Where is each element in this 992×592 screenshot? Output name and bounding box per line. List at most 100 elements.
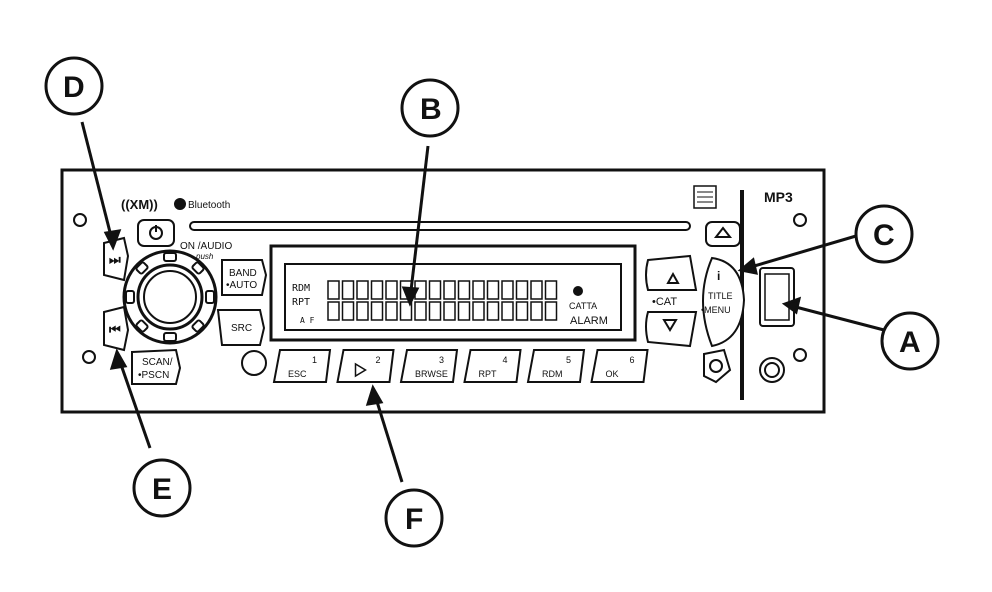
xm-logo: ((XM)) [121,197,158,212]
display-character-cell [501,301,514,321]
display-character-cell [341,301,355,321]
display-rpt: RPT [292,297,310,308]
display-character-cell [414,301,427,321]
display-character-cell [443,280,456,300]
down-arrow-icon [662,319,678,332]
display-character-cell [501,280,514,300]
display-character-grid [327,280,558,321]
preset-number: 5 [566,355,571,365]
display-character-cell [356,301,369,321]
leader-d [80,121,115,245]
callout-a [880,311,940,371]
display-character-cell [457,301,471,321]
preset-label: OK [606,369,619,379]
preset-label: RDM [542,369,563,379]
callout-f-label: F [405,503,423,536]
up-button[interactable] [645,254,698,291]
preset-number: 4 [503,355,508,365]
callout-f [384,488,444,548]
on-audio-label: ON /AUDIO [180,241,232,252]
band-label: BAND [229,268,257,279]
src-button[interactable] [216,309,266,346]
display-rdm: RDM [292,283,310,294]
previous-track-icon: ⏮ [109,322,121,337]
cd-slot [189,221,691,231]
display-character-cell [457,280,471,300]
display-character-cell [385,301,398,321]
screw [73,213,87,227]
callout-d-label: D [63,71,85,104]
screw [82,350,96,364]
band-button[interactable] [221,259,268,296]
display-character-cell [370,301,384,321]
display-character-cell [530,280,543,300]
preset-number: 3 [439,355,444,365]
preset-button-2[interactable]: 2 [336,349,395,383]
callout-d [44,56,104,116]
display-screen [284,263,622,331]
display-character-cell [370,280,384,300]
preset-label: RPT [479,369,498,379]
display-character-cell [399,301,413,321]
display-character-cell [428,280,442,300]
display-character-cell [327,280,340,300]
leader-b [408,145,430,300]
info-icon: i [717,269,720,283]
callout-c [854,204,914,264]
display-character-cell [515,280,529,300]
preset-number: 2 [376,355,381,365]
callout-b [400,78,460,138]
display-character-cell [486,301,500,321]
bluetooth-label: Bluetooth [188,200,230,211]
callout-e-label: E [152,473,172,506]
scan-button[interactable] [131,348,182,385]
callout-c-label: C [873,219,895,252]
scan-label: SCAN/ [142,357,173,368]
display-character-cell [472,280,485,300]
push-label: push [195,252,214,261]
display-character-cell [472,301,485,321]
display-character-cell [428,301,442,321]
callout-a-label: A [899,326,921,359]
auto-label: •AUTO [226,280,257,291]
display-character-cell [530,301,543,321]
leader-a [787,303,885,332]
leader-c [743,234,857,271]
next-track-button[interactable] [103,236,130,282]
preset-label: ESC [288,369,307,379]
power-button[interactable] [137,219,175,247]
clock-icon [709,359,723,373]
cat-label: •CAT [652,296,677,308]
preset-label: BRWSE [415,369,448,379]
preset-button-6[interactable]: 6OK [590,349,649,383]
display-character-cell [515,301,529,321]
callout-b-label: B [420,93,442,126]
display-catta: CATTA [569,301,597,311]
display-bluetooth-icon [573,286,583,296]
display-character-cell [544,280,558,300]
screw [793,348,807,362]
display-character-cell [327,301,340,321]
pscn-label: •PSCN [138,370,169,381]
clock-button[interactable] [703,348,732,384]
bluetooth-icon [174,198,186,210]
eject-icon [713,226,733,238]
display-character-cell [544,301,558,321]
display-af: A F [300,316,315,325]
display-alarm: ALARM [570,315,608,327]
screw [793,213,807,227]
title-menu-button[interactable] [702,256,746,348]
menu-label: •MENU [701,305,731,315]
next-track-icon: ⏭ [109,252,121,267]
display-character-cell [341,280,355,300]
display-character-cell [385,280,398,300]
previous-track-button[interactable] [103,305,130,352]
preset-number: 6 [630,355,635,365]
display-character-cell [486,280,500,300]
round-button[interactable] [241,350,267,376]
mp3-logo: MP3 [764,189,793,205]
